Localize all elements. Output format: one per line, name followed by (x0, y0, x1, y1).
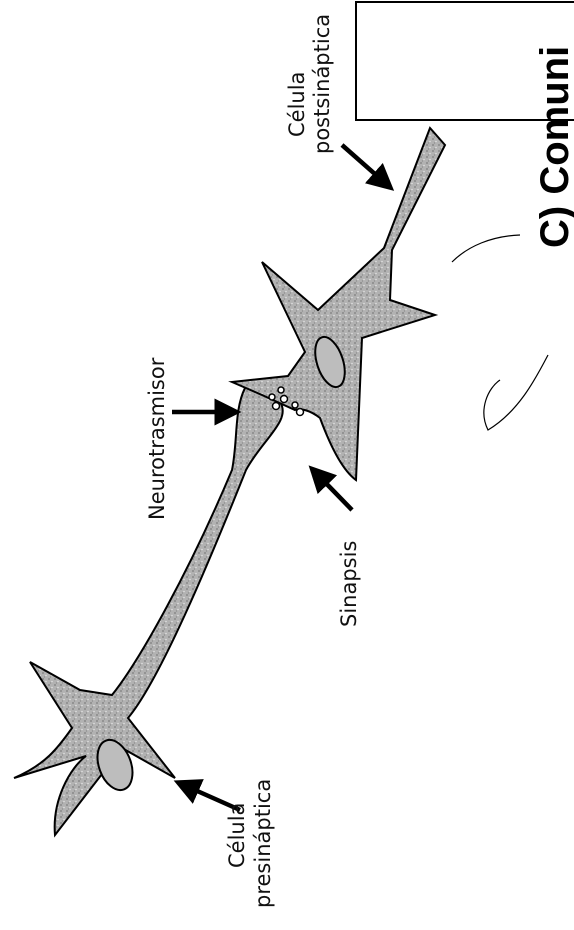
presynaptic-label-line2: presináptica (251, 779, 275, 908)
presynaptic-label-line1: Célula (225, 803, 249, 868)
sketch-stroke (452, 235, 520, 262)
title-text: C) Comuni (533, 46, 574, 248)
neurotransmitter-label: Neurotrasmisor (145, 357, 169, 520)
postsynaptic-label-line1: Célula (285, 72, 309, 137)
postsynaptic-label-line2: postsináptica (310, 14, 334, 154)
sketch-stroke (484, 355, 548, 430)
synapse-label: Sinapsis (337, 541, 361, 627)
title-box: C) Comuni (356, 2, 574, 248)
arrow-synapse (318, 475, 352, 510)
arrow-postsynaptic (342, 145, 384, 182)
